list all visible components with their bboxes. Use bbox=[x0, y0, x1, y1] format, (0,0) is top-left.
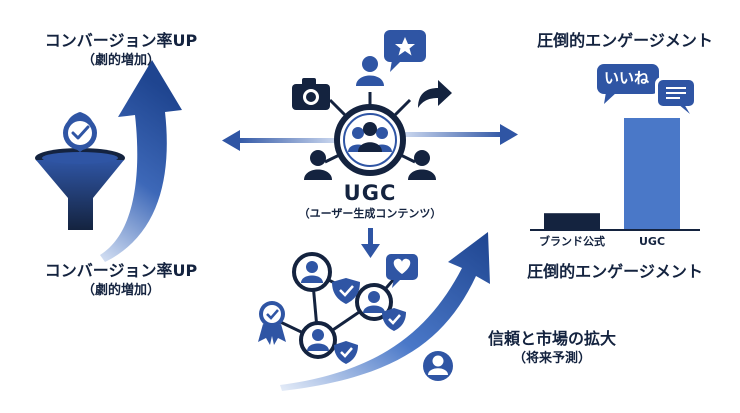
chart-bar-brand bbox=[544, 213, 600, 230]
ugc-hub bbox=[324, 92, 416, 176]
arrow-down bbox=[361, 228, 380, 258]
engagement-title-bottom: 圧倒的エンゲージメント bbox=[527, 262, 703, 281]
shield-check-icon-2 bbox=[334, 341, 358, 364]
ugc-title: UGC bbox=[343, 181, 397, 205]
heart-bubble-icon bbox=[386, 254, 418, 288]
comment-bubble-icon bbox=[655, 77, 697, 114]
arrow-to-left bbox=[222, 130, 335, 151]
engagement-title-top: 圧倒的エンゲージメント bbox=[537, 31, 713, 50]
chart-bar-ugc bbox=[624, 118, 680, 230]
share-arrow-icon bbox=[418, 80, 452, 108]
chart-category-label-ugc: UGC bbox=[638, 235, 666, 248]
camera-icon bbox=[292, 78, 330, 110]
group-users-icon bbox=[348, 122, 392, 152]
chart-category-label-brand: ブランド公式 bbox=[539, 235, 605, 248]
ugc-subtitle: （ユーザー生成コンテンツ） bbox=[298, 207, 442, 220]
conversion-sub-bottom: （劇的増加） bbox=[81, 283, 161, 298]
funnel-icon bbox=[35, 148, 125, 230]
conversion-sub-top: （劇的増加） bbox=[81, 53, 161, 68]
shield-check-icon-3 bbox=[382, 308, 406, 331]
award-ribbon-icon bbox=[258, 301, 286, 345]
user-icon-top bbox=[356, 56, 384, 86]
star-bubble-icon bbox=[384, 30, 426, 72]
check-badge-icon bbox=[63, 112, 97, 152]
network-user-node-3 bbox=[299, 321, 337, 359]
arrow-to-right bbox=[405, 124, 518, 145]
market-growth-arrow bbox=[280, 232, 490, 391]
user-icon-left bbox=[304, 150, 332, 180]
growth-arrow-left bbox=[100, 60, 182, 262]
network-user-node-1 bbox=[292, 252, 332, 292]
user-icon-right bbox=[408, 150, 436, 180]
market-subtitle: （将来予測） bbox=[512, 351, 592, 366]
network-user-node-2 bbox=[355, 283, 393, 321]
like-bubble bbox=[597, 64, 659, 104]
conversion-title-top: コンバージョン率UP bbox=[44, 31, 198, 50]
engagement-bar-chart bbox=[530, 118, 700, 231]
shield-check-icon-1 bbox=[332, 278, 360, 304]
market-title: 信頼と市場の拡大 bbox=[487, 329, 617, 348]
user-icon-bottom-right bbox=[423, 351, 453, 381]
like-bubble-text: いいね bbox=[604, 69, 650, 87]
conversion-title-bottom: コンバージョン率UP bbox=[44, 261, 198, 280]
